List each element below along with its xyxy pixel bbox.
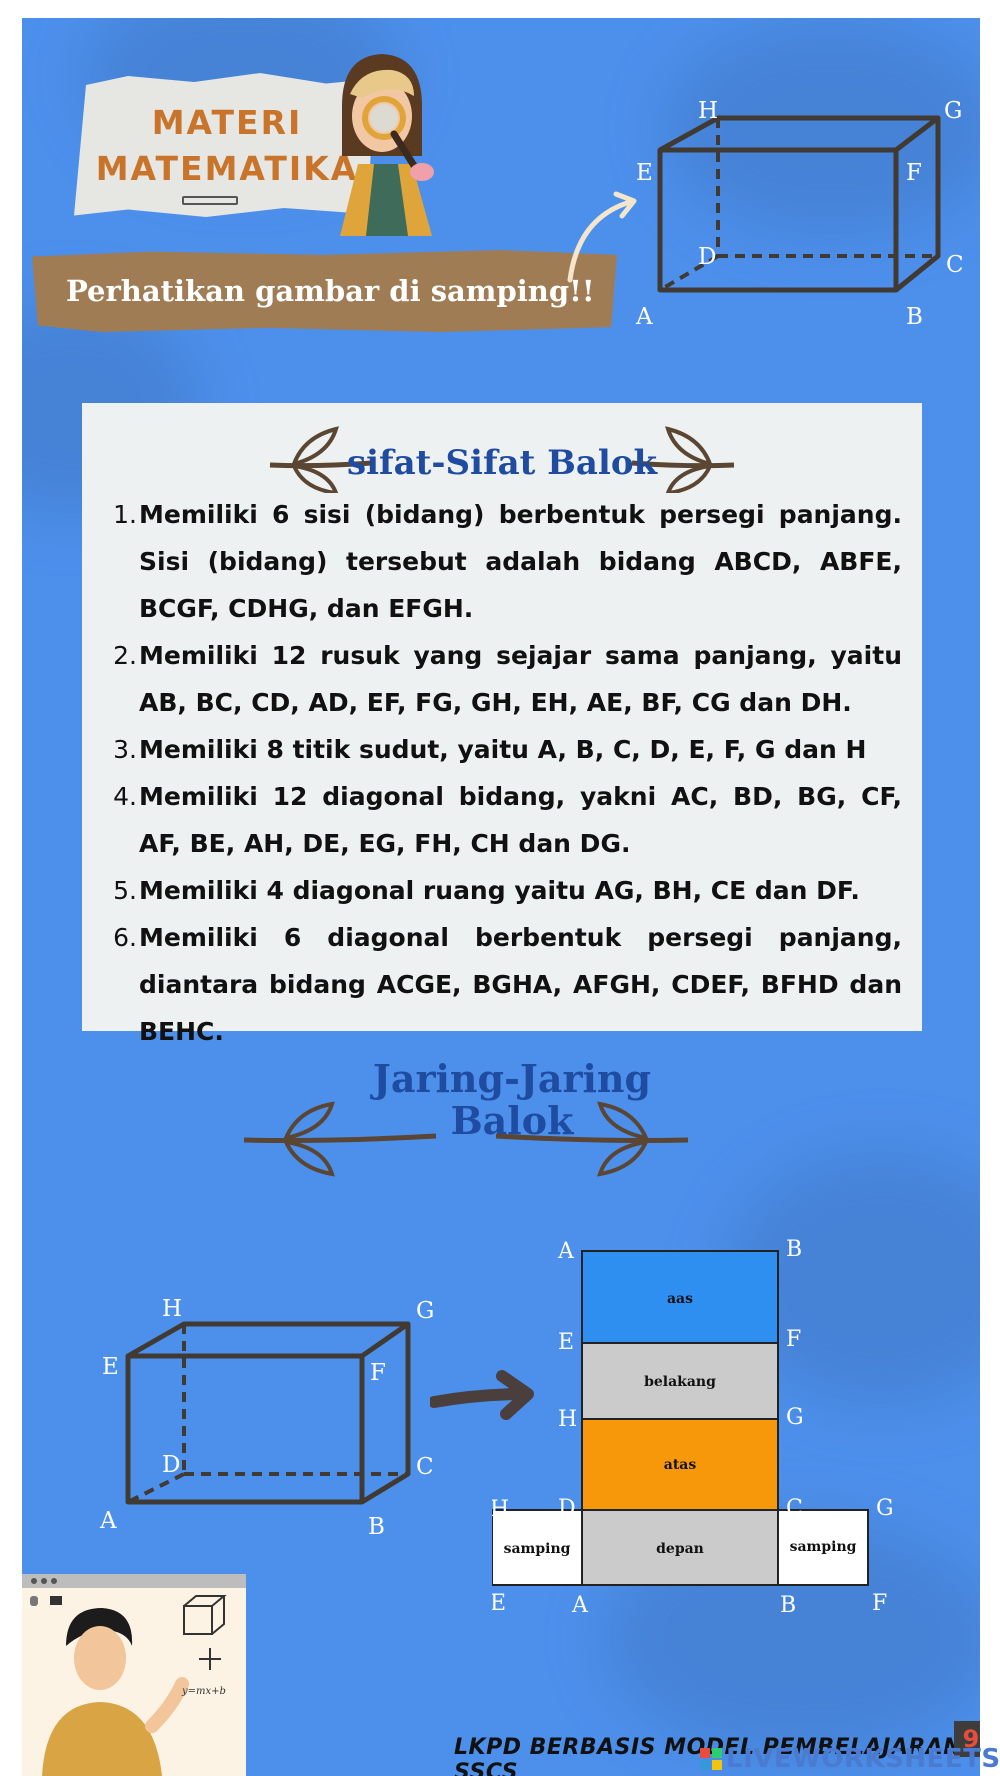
net-vertex-label: D	[558, 1496, 576, 1521]
net-vertex-label: E	[558, 1330, 574, 1355]
item-text: Memiliki 12 rusuk yang sejajar sama panj…	[139, 641, 902, 717]
item-number: 5.	[113, 876, 137, 905]
item-number: 6.	[113, 923, 137, 952]
vertex-label-A: A	[635, 304, 653, 328]
net-vertex-label: A	[571, 1593, 589, 1618]
vertex-label-H: H	[698, 98, 718, 124]
face-label-samping-left: samping	[504, 1541, 571, 1557]
list-item: 1.Memiliki 6 sisi (bidang) berbentuk per…	[112, 491, 902, 632]
vertex-label-C: C	[946, 252, 962, 278]
girl-magnifier-illustration	[340, 54, 434, 236]
vertex-label-B: B	[906, 304, 923, 328]
item-number: 3.	[113, 735, 137, 764]
net-vertex-label: B	[786, 1237, 802, 1262]
materi-line2: MATEMATIKA	[95, 149, 359, 188]
vertex-label-B: B	[368, 1514, 385, 1538]
cuboid-diagram-top: H G E F D C A B	[635, 98, 962, 328]
formula-text: y=mx+b	[181, 1686, 226, 1697]
item-text: Memiliki 6 sisi (bidang) berbentuk perse…	[139, 500, 902, 623]
properties-list: 1.Memiliki 6 sisi (bidang) berbentuk per…	[112, 491, 902, 1055]
net-vertex-label: G	[876, 1496, 894, 1521]
torn-paper-note	[74, 73, 374, 217]
vertex-label-C: C	[416, 1454, 434, 1480]
vertex-label-H: H	[162, 1296, 182, 1322]
teacher-video-call-illustration: y=mx+b	[22, 1574, 246, 1776]
cuboid-net-diagram: aas belakang atas depan samping samping …	[492, 1237, 894, 1618]
net-vertex-label: H	[558, 1407, 577, 1432]
list-item: 6.Memiliki 6 diagonal berbentuk persegi …	[112, 914, 902, 1055]
list-item: 4.Memiliki 12 diagonal bidang, yakni AC,…	[112, 773, 902, 867]
vertex-label-E: E	[636, 160, 653, 186]
microphone-icon	[30, 1596, 38, 1606]
item-text: Memiliki 4 diagonal ruang yaitu AG, BH, …	[139, 876, 860, 905]
net-vertex-label: E	[492, 1591, 506, 1616]
face-label-samping-right: samping	[790, 1539, 857, 1555]
face-label-aas: aas	[667, 1291, 693, 1307]
liveworksheets-logo-icon	[700, 1748, 722, 1770]
leaf-ornament-right-icon	[631, 426, 735, 493]
vertex-label-F: F	[906, 160, 922, 186]
net-vertex-label: F	[786, 1327, 801, 1352]
face-label-atas: atas	[664, 1457, 697, 1473]
properties-title: sifat-Sifat Balok	[346, 443, 658, 483]
item-text: Memiliki 6 diagonal berbentuk persegi pa…	[139, 923, 902, 1046]
net-vertex-label: A	[557, 1239, 575, 1264]
vertex-label-D: D	[162, 1452, 180, 1478]
leaf-ornament-left-icon	[269, 426, 373, 493]
item-text: Memiliki 12 diagonal bidang, yakni AC, B…	[139, 782, 902, 858]
leaf-ornament-right-icon	[495, 1101, 689, 1177]
worksheet-page: MATERI MATEMATIKA Perhatikan gambar di s…	[22, 18, 980, 1776]
net-title-line1: Jaring-Jaring	[372, 1056, 652, 1101]
item-number: 2.	[113, 641, 137, 670]
arrow-right-icon	[430, 1370, 534, 1420]
net-face-aas	[581, 1250, 779, 1344]
leaf-ornament-left-icon	[243, 1101, 437, 1177]
item-number: 4.	[113, 782, 137, 811]
net-section-title: Jaring-Jaring Balok	[312, 1058, 712, 1142]
materi-line1: MATERI	[151, 103, 303, 142]
list-item: 5.Memiliki 4 diagonal ruang yaitu AG, BH…	[112, 867, 902, 914]
vertex-label-G: G	[416, 1298, 434, 1324]
vertex-label-F: F	[370, 1360, 386, 1386]
vertex-label-E: E	[102, 1354, 119, 1380]
instruction-banner	[32, 250, 617, 332]
paper-slot	[182, 196, 238, 205]
net-face-belakang	[581, 1342, 779, 1420]
net-vertex-label: B	[780, 1593, 796, 1618]
properties-card: sifat-Sifat Balok 1.Memiliki 6 sisi (bid…	[82, 403, 922, 1046]
curved-arrow-icon	[567, 191, 637, 283]
face-label-belakang: belakang	[644, 1374, 716, 1390]
net-face-depan	[581, 1509, 779, 1586]
net-vertex-label: C	[786, 1496, 803, 1521]
item-text: Memiliki 8 titik sudut, yaitu A, B, C, D…	[139, 735, 867, 764]
vertex-label-G: G	[944, 98, 962, 124]
instruction-text: Perhatikan gambar di samping!!	[66, 274, 595, 308]
vertex-label-A: A	[99, 1508, 117, 1534]
vertex-label-D: D	[698, 244, 716, 270]
liveworksheets-watermark[interactable]: LIVEWORKSHEETS	[726, 1744, 1000, 1774]
materi-title: MATERI MATEMATIKA	[82, 100, 372, 192]
list-item: 3.Memiliki 8 titik sudut, yaitu A, B, C,…	[112, 726, 902, 773]
face-label-depan: depan	[656, 1541, 704, 1557]
net-face-atas	[581, 1418, 779, 1511]
page-number-badge: 9	[954, 1721, 980, 1757]
net-face-samping-right	[777, 1509, 869, 1586]
camera-icon	[50, 1596, 62, 1605]
net-vertex-label: H	[492, 1497, 509, 1522]
item-number: 1.	[113, 500, 137, 529]
cuboid-diagram-bottom: H G E F D C A B	[99, 1296, 434, 1538]
list-item: 2.Memiliki 12 rusuk yang sejajar sama pa…	[112, 632, 902, 726]
net-vertex-label: G	[786, 1405, 804, 1430]
net-face-samping-left	[492, 1509, 583, 1586]
net-vertex-label: F	[872, 1591, 887, 1616]
